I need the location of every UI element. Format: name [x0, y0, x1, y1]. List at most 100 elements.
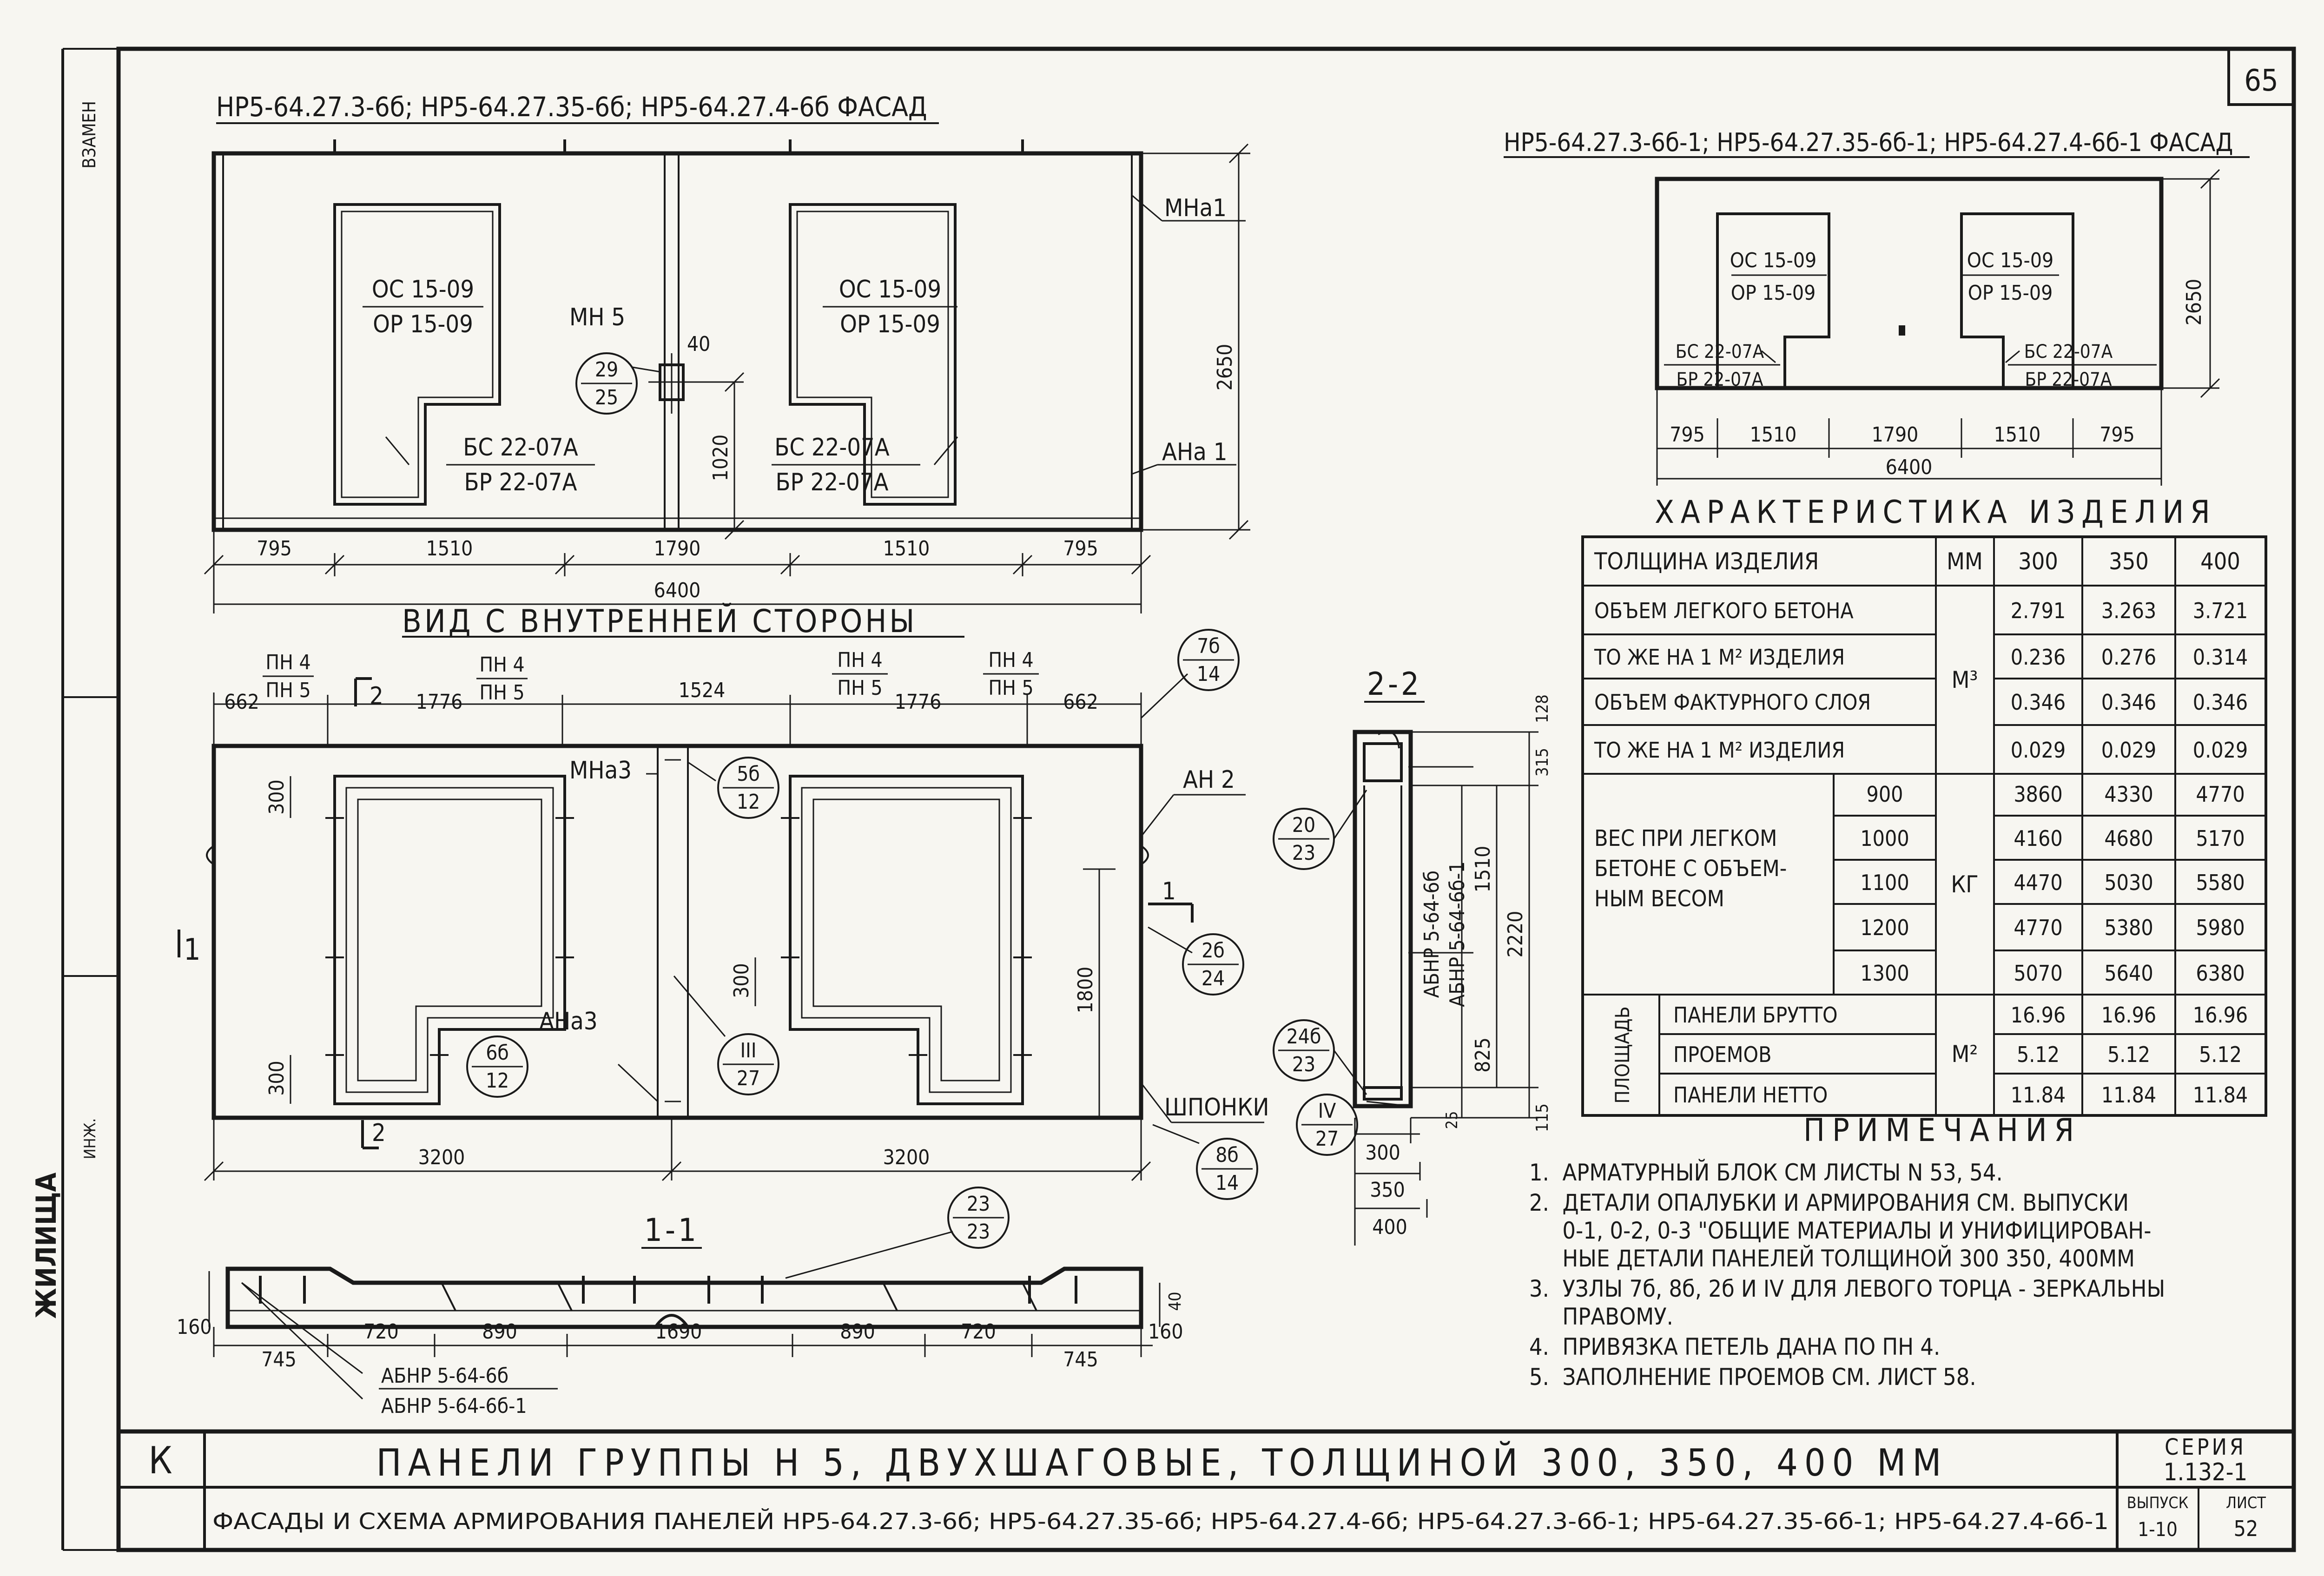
inner-view-mna3: МНа3 — [569, 757, 632, 785]
facade-small-door-right-bottom: БР 22-07А — [2025, 369, 2112, 390]
facade-main-window-right-top: ОС 15-09 — [839, 276, 941, 303]
facade-small-door-right-top: БС 22-07А — [2024, 341, 2113, 363]
char-a2-v2: 11.84 — [2193, 1082, 2248, 1108]
inner-view-dim-2: 1524 — [679, 679, 726, 702]
section-1-1-dim-6: 745 — [1063, 1348, 1098, 1372]
char-weight-label-1: БЕТОНЕ С ОБЪЕМ- — [1594, 856, 1787, 882]
svg-text:24: 24 — [1202, 967, 1225, 990]
note-4: 3. УЗЛЫ 7б, 8б, 2б И IV ДЛЯ ЛЕВОГО ТОРЦА… — [1529, 1275, 2165, 1302]
pn-label-3-top: ПН 4 — [988, 648, 1033, 672]
sheet-frame — [61, 46, 2296, 1552]
char-w4-v2: 6380 — [2196, 961, 2245, 986]
pn-label-1-bottom: ПН 5 — [479, 681, 524, 705]
char-row-1-label: ТО ЖЕ НА 1 М² ИЗДЕЛИЯ — [1594, 645, 1845, 670]
callout-2b-24: 2б 24 — [1182, 933, 1244, 996]
char-col-unit: ММ — [1947, 548, 1983, 575]
svg-text:III: III — [740, 1039, 757, 1062]
facade-main-dim-40: 40 — [687, 332, 710, 356]
section-1-1-dim-3: 1690 — [655, 1320, 702, 1344]
char-a1-v1: 5.12 — [2107, 1042, 2150, 1067]
callout-IV-27: IV 27 — [1296, 1094, 1358, 1156]
rebar-frame-right — [789, 775, 1024, 1105]
facade-small-dim-3: 1510 — [1994, 423, 2041, 447]
callout-6b-12: 6б 12 — [466, 1035, 528, 1098]
section-2-2-callout-a-bottom: 23 — [1292, 841, 1315, 865]
char-thick-1: 350 — [2109, 548, 2149, 575]
note-2: 0-1, 0-2, 0-3 "ОБЩИЕ МАТЕРИАЛЫ И УНИФИЦИ… — [1529, 1217, 2152, 1244]
note-6: 4. ПРИВЯЗКА ПЕТЕЛЬ ДАНА ПО ПН 4. — [1529, 1333, 1940, 1360]
char-row-2-v1: 0.346 — [2101, 690, 2156, 715]
section-2-2-label-2: АБНР 5-64-6б-1 — [1446, 861, 1469, 1007]
inner-view-dim-300b: 300 — [265, 1061, 289, 1096]
pn-label-2-top: ПН 4 — [837, 648, 882, 672]
svg-text:IV: IV — [1318, 1099, 1336, 1123]
facade-main-door-left-bottom: БР 22-07А — [464, 468, 577, 496]
char-a2-v0: 11.84 — [2011, 1082, 2066, 1108]
char-density-1: 1000 — [1860, 826, 1909, 851]
section-1-1-dim-1: 720 — [363, 1320, 399, 1344]
title-block-subtitle: ФАСАДЫ И СХЕМА АРМИРОВАНИЯ ПАНЕЛЕЙ НР5-6… — [212, 1508, 2109, 1535]
section-2-2-dim-4: 825 — [1471, 1037, 1495, 1073]
char-a1-v0: 5.12 — [2017, 1042, 2060, 1067]
opening-right — [789, 203, 957, 506]
opening-left — [333, 203, 501, 506]
title-block-list-label: ЛИСТ — [2226, 1494, 2266, 1512]
inner-view-dim-1: 1776 — [416, 690, 463, 714]
char-w1-v1: 4680 — [2104, 826, 2153, 851]
char-row-1-v1: 0.276 — [2101, 645, 2156, 670]
char-density-4: 1300 — [1860, 961, 1909, 986]
section-2-2-dim-b2: 400 — [1372, 1215, 1407, 1239]
inner-view-section-mark-2-bottom: 2 — [372, 1119, 386, 1147]
section-1-1-dim-160-right: 160 — [1148, 1320, 1183, 1344]
facade-small-dim-0: 795 — [1670, 423, 1705, 447]
inner-view-shponki: ШПОНКИ — [1164, 1094, 1269, 1121]
char-weight-label-2: НЫМ ВЕСОМ — [1594, 886, 1724, 912]
char-row-1-v2: 0.314 — [2193, 645, 2248, 670]
char-w3-v2: 5980 — [2196, 915, 2245, 940]
char-row-0-v1: 3.263 — [2101, 598, 2156, 623]
char-row-3-v1: 0.029 — [2101, 738, 2156, 763]
facade-main-door-right-bottom: БР 22-07А — [775, 468, 888, 496]
section-2-2-dim-2: 1510 — [1471, 846, 1495, 893]
char-area-1-label: ПРОЕМОВ — [1673, 1042, 1771, 1067]
section-2-2-label-1: АБНР 5-64-6б — [1420, 870, 1444, 998]
char-density-0: 900 — [1867, 782, 1903, 807]
callout-7b-14: 7б 14 — [1177, 629, 1240, 691]
title-block-vypusk-value: 1-10 — [2138, 1518, 2178, 1541]
section-2-2-dim-b0: 300 — [1365, 1141, 1400, 1165]
char-row-3-label: ТО ЖЕ НА 1 М² ИЗДЕЛИЯ — [1594, 738, 1845, 763]
inner-view-title: ВИД С ВНУТРЕННЕЙ СТОРОНЫ — [402, 603, 917, 640]
note-1: 2. ДЕТАЛИ ОПАЛУБКИ И АРМИРОВАНИЯ СМ. ВЫП… — [1529, 1189, 2129, 1216]
notes-title: ПРИМЕЧАНИЯ — [1803, 1112, 2081, 1149]
inner-view-dim-bottom-1: 3200 — [883, 1146, 930, 1169]
sheet-number: 65 — [2244, 64, 2278, 98]
char-w3-v0: 4770 — [2014, 915, 2062, 940]
svg-text:6б: 6б — [486, 1041, 509, 1065]
char-w2-v2: 5580 — [2196, 870, 2245, 895]
facade-main-dim-1020: 1020 — [709, 435, 733, 481]
inner-view-section-mark-2-top: 2 — [370, 682, 383, 710]
facade-small-dim-total: 6400 — [1886, 455, 1933, 479]
section-1-1-dim-4: 890 — [840, 1320, 875, 1344]
section-1-1-dim-0: 745 — [261, 1348, 297, 1372]
section-2-2-dim-b1: 350 — [1370, 1178, 1405, 1202]
section-1-1-callout-top: 23 — [967, 1192, 990, 1216]
inner-view-dim-300c: 300 — [730, 963, 753, 998]
section-1-1-label-2: АБНР 5-64-6б-1 — [381, 1394, 527, 1418]
char-row-2-v2: 0.346 — [2193, 690, 2248, 715]
section-1-1 — [208, 1187, 1161, 1400]
char-row-3-v0: 0.029 — [2011, 738, 2066, 763]
section-1-1-dim-5: 720 — [961, 1320, 996, 1344]
inner-view-section-mark-1-right: 1 — [1162, 877, 1176, 905]
section-1-1-title: 1-1 — [644, 1212, 699, 1249]
char-unit-m2: М² — [1952, 1041, 1978, 1068]
section-1-1-profile — [225, 1266, 1143, 1329]
char-density-3: 1200 — [1860, 915, 1909, 940]
facade-small-panel — [1655, 177, 2164, 390]
pn-label-0-top: ПН 4 — [265, 651, 310, 674]
svg-text:27: 27 — [1315, 1127, 1339, 1151]
facade-main-door-right-top: БС 22-07А — [774, 434, 890, 462]
facade-main-dim-3: 1510 — [883, 537, 930, 561]
inner-view-an2: АН 2 — [1183, 766, 1235, 794]
